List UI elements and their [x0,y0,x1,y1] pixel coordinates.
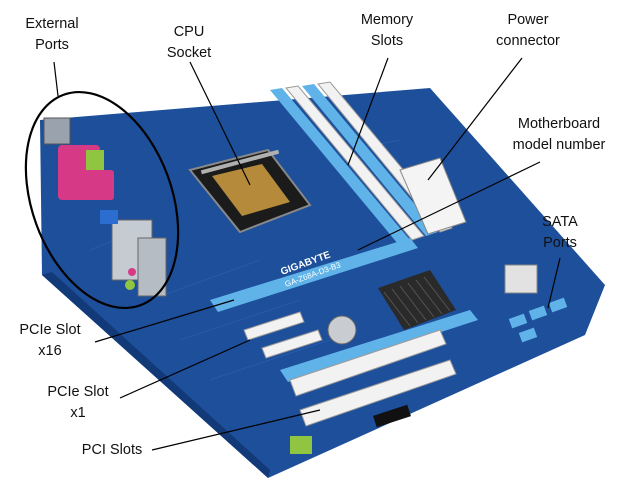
dimm-slot-1 [270,88,410,244]
cpu-socket-inner [212,164,290,216]
pci-slot-2 [299,359,457,427]
leader-memory-slots [347,57,389,166]
leader-model-number [357,161,541,251]
front-panel-header [290,436,312,454]
pci-slot-1 [289,329,447,397]
pcie-x1-slot [243,311,305,341]
pcie-x16-slot [210,238,418,312]
ps2-port [43,117,71,145]
label-cpu-socket: CPU Socket [152,22,226,64]
label-model-number-line2: model number [512,137,606,153]
cmos-battery [327,315,357,345]
label-pci-slots-line1: PCI Slots [81,442,143,458]
label-external-ports-line2: Ports [35,37,69,53]
label-pci-slots: PCI Slots [70,440,154,461]
pcie-x16-slot-2 [280,310,478,382]
label-sata-ports-line2: Ports [543,235,577,251]
audio-jack-green [125,280,135,290]
audio-jack-pink [128,268,136,276]
leader-external-ports [53,61,59,97]
label-power-connector: Power connector [478,10,578,52]
label-sata-ports: SATA Ports [524,212,596,254]
leader-pcie-x16 [94,299,235,343]
label-pcie-x1-line1: PCIe Slot [47,384,109,400]
leader-pci-slots [151,409,321,451]
leader-sata-ports [547,257,561,309]
label-model-number: Motherboard model number [494,114,624,156]
label-memory-slots: Memory Slots [346,10,428,52]
label-external-ports-line1: External [25,16,79,32]
dimm-slot-3 [302,84,438,236]
pcb-edge [42,272,270,478]
cpu-socket-area [188,148,312,234]
usb-header [373,404,411,428]
chipset-heatsink [378,270,456,330]
label-pcie-x16-line1: PCIe Slot [19,322,81,338]
audio-jack-block [137,237,167,297]
leader-pcie-x1 [119,339,251,399]
label-power-connector-line2: connector [496,33,560,49]
atx-power-connector [399,157,467,235]
external-ports-highlight-ellipse [24,90,180,310]
label-external-ports: External Ports [6,14,98,56]
sata-ports [508,297,568,343]
label-power-connector-line1: Power [507,12,549,28]
label-pcie-x1-line2: x1 [70,405,86,421]
label-cpu-socket-line2: Socket [166,45,212,61]
heatsink-fins [383,276,451,327]
dimm-slot-2 [285,85,425,241]
sata-port-1 [508,313,528,329]
pcb-board [40,88,605,478]
usb3-port [100,210,118,224]
leader-lines [53,57,561,451]
sata-power-plug [504,264,538,294]
sata-port-2 [528,305,548,321]
sata-port-4 [518,327,538,343]
label-pcie-x1: PCIe Slot x1 [34,382,122,424]
sata-port-3 [548,297,568,313]
label-pcie-x16: PCIe Slot x16 [6,320,94,362]
external-ports-cluster [43,117,167,297]
label-model-number-line1: Motherboard [517,116,601,132]
label-cpu-socket-line1: CPU [173,24,205,40]
vga-port [78,170,114,200]
leader-power-connector [427,57,523,181]
label-sata-ports-line1: SATA [542,214,578,230]
label-pcie-x16-line2: x16 [38,343,62,359]
label-memory-slots-line2: Slots [370,33,404,49]
pcie-x1-slot-2 [261,329,323,359]
label-memory-slots-line1: Memory [360,12,414,28]
cpu-lever [200,149,280,175]
leader-cpu-socket [189,61,251,186]
